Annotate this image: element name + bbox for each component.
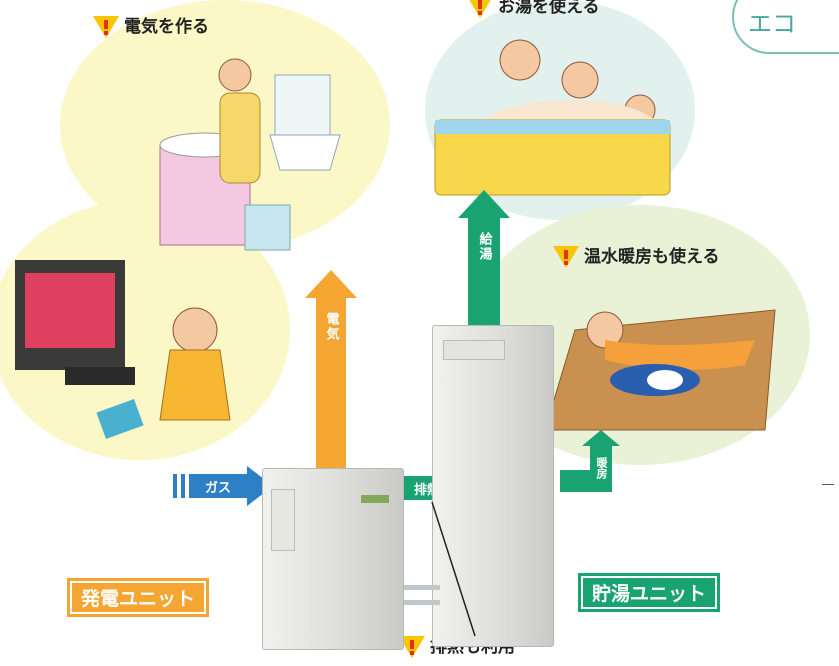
caption-text: お湯を使える xyxy=(498,0,600,17)
connecting-pipe xyxy=(400,600,440,605)
arrow-head-icon xyxy=(458,190,510,218)
storage-unit-cabinet xyxy=(432,325,554,647)
heating-arrow: 暖房 xyxy=(560,430,620,492)
generator-unit-panel xyxy=(271,489,295,551)
storage-unit-panel xyxy=(443,340,505,360)
water-supply-arrow-label: 給湯 xyxy=(476,232,492,262)
speech-bubble: エコ xyxy=(732,0,839,54)
warning-icon xyxy=(399,636,425,658)
electricity-arrow-label: 電気 xyxy=(323,312,339,342)
edge-tick xyxy=(822,484,834,485)
arrow-head-icon xyxy=(582,430,620,446)
caption-text: 電気を作る xyxy=(124,17,209,37)
bath-illustration xyxy=(434,39,671,196)
gaming-illustration xyxy=(15,260,231,439)
caption-make-electricity: 電気を作る xyxy=(92,12,209,39)
generator-unit-badge xyxy=(361,495,389,503)
pointer-line xyxy=(431,501,476,637)
warning-icon xyxy=(553,246,579,268)
heating-illustration xyxy=(545,309,776,431)
heating-arrow-label: 暖房 xyxy=(595,457,608,479)
caption-hot-water: お湯を使える xyxy=(466,0,600,19)
generator-unit-label: 発電ユニット xyxy=(67,578,210,617)
generator-unit-cabinet xyxy=(262,468,404,650)
gas-arrow-label: ガス xyxy=(204,480,231,496)
caption-heating: 温水暖房も使える xyxy=(552,242,720,269)
water-supply-arrow: 給湯 xyxy=(458,190,510,340)
warning-icon xyxy=(93,16,119,38)
arrow-head-icon xyxy=(305,270,357,298)
electricity-arrow: 電気 xyxy=(305,270,357,470)
connecting-pipe xyxy=(400,585,440,590)
kitchen-illustration xyxy=(159,58,341,251)
storage-unit-label: 貯湯ユニット xyxy=(578,573,721,612)
warning-icon xyxy=(469,0,491,18)
caption-text: 温水暖房も使える xyxy=(584,247,720,267)
gas-arrow: ガス xyxy=(173,466,273,506)
arrow-head-icon xyxy=(247,466,273,506)
speech-bubble-text: エコ xyxy=(748,10,796,38)
